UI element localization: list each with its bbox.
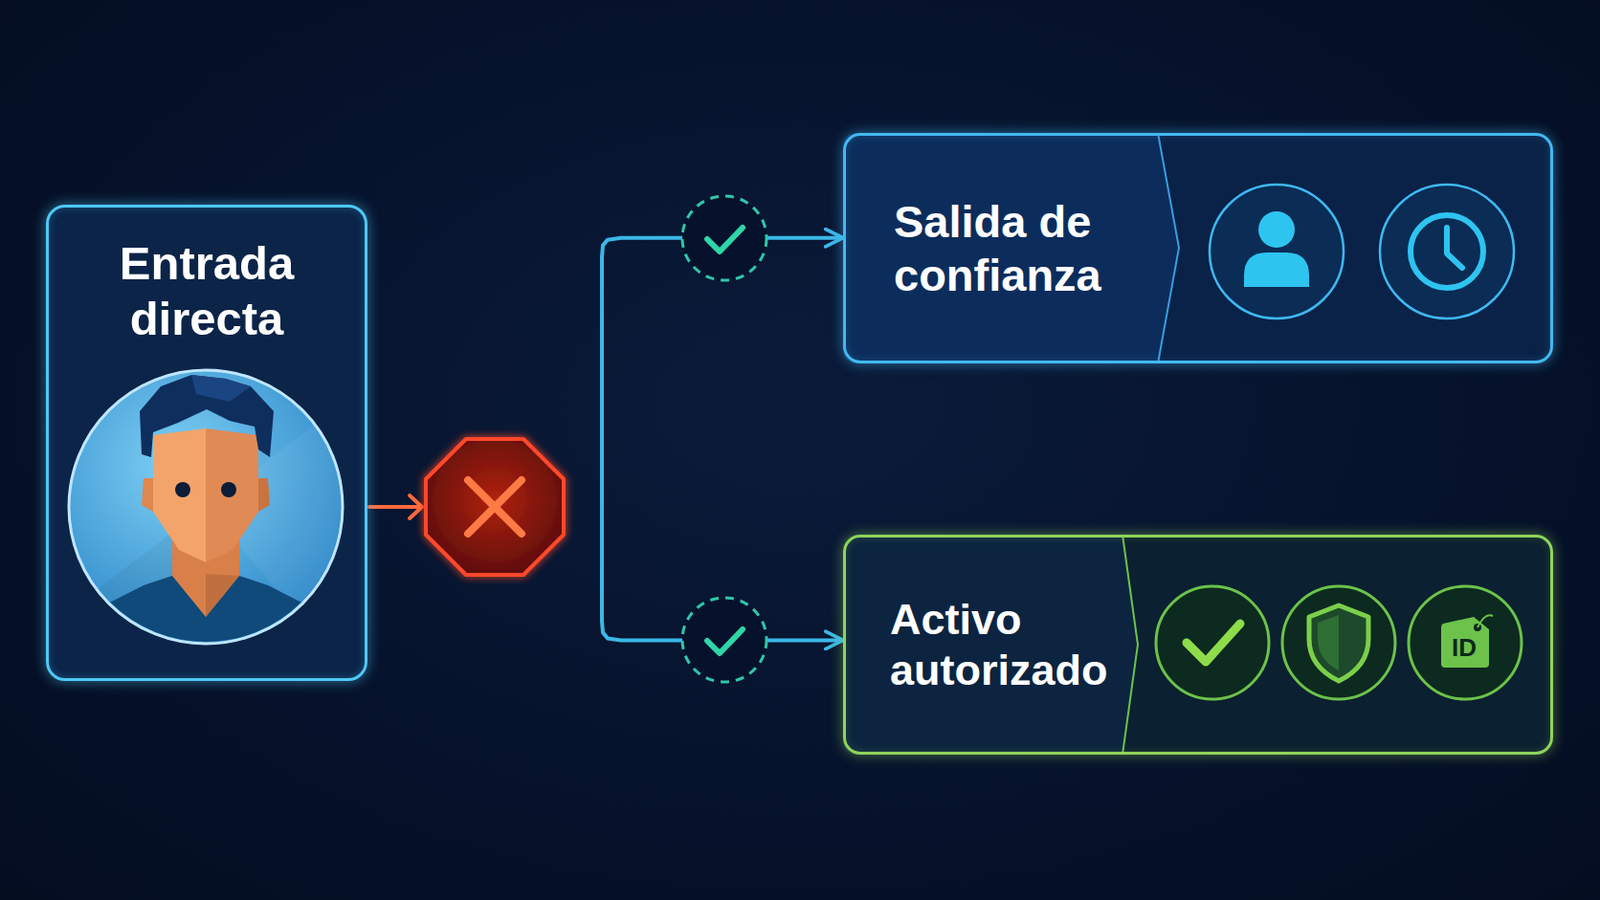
entry-box: Entrada directa [45, 204, 368, 682]
user-icon [1209, 184, 1344, 319]
entry-box-fill [45, 204, 368, 682]
blocked-arrow [409, 495, 423, 519]
check-icon [1186, 623, 1241, 663]
id-tag-icon [1408, 586, 1522, 700]
clock-icon [1379, 184, 1514, 319]
avatar-illustration [258, 478, 270, 512]
authorized-asset-fill [843, 534, 1554, 756]
authorized-asset-fill [1122, 534, 1138, 756]
stop-sign [425, 439, 564, 576]
stop-sign [467, 480, 522, 534]
clock-icon [1379, 184, 1514, 319]
avatar-illustration [139, 375, 274, 458]
dashed-check-circle [682, 196, 767, 281]
id-tag-icon [1441, 617, 1489, 668]
shield-icon [1317, 615, 1339, 671]
authorized-asset-fill [843, 534, 1554, 756]
bracket-connector [601, 238, 844, 642]
shield-icon [1282, 586, 1396, 700]
clock-icon [1446, 227, 1463, 268]
stop-sign [467, 480, 522, 534]
shield-icon [1309, 605, 1369, 682]
check-icon [1155, 586, 1269, 700]
clock-icon [1410, 215, 1484, 289]
id-tag-icon [1408, 586, 1522, 700]
id-tag-icon [1477, 615, 1493, 628]
trusted-exit-fill [843, 133, 1179, 364]
user-icon [1209, 184, 1344, 319]
box-title: Entrada directa [63, 236, 351, 348]
dashed-check-circle [682, 196, 767, 281]
avatar-illustration [205, 574, 240, 618]
dashed-check-circle [682, 598, 767, 683]
trusted-exit-fill [843, 133, 1554, 364]
authorized-asset-box: Activo autorizado [843, 534, 1554, 756]
trusted-exit-box: Salida de confianza [843, 133, 1554, 364]
check-icon [1155, 586, 1269, 700]
trusted-exit-fill [1157, 133, 1179, 364]
dashed-check-circle [707, 629, 743, 654]
blocked-arrow [369, 495, 423, 519]
dashed-check-circle [707, 227, 743, 252]
stop-sign [425, 439, 564, 576]
dashed-check-circle [682, 598, 767, 683]
avatar-illustration [221, 482, 237, 498]
id-tag-text: ID [1443, 633, 1486, 663]
avatar-illustration [153, 428, 206, 563]
avatar-illustration [205, 428, 259, 563]
box-title: Salida de confianza [893, 195, 1153, 302]
user-icon [1258, 211, 1295, 248]
avatar-illustration [66, 370, 345, 670]
avatar-illustration [66, 375, 345, 670]
box-title: Activo autorizado [889, 594, 1125, 696]
shield-icon [1282, 586, 1396, 700]
trusted-exit-fill [843, 133, 1554, 364]
authorized-asset-fill [843, 534, 1138, 756]
avatar-illustration [191, 375, 251, 402]
avatar-illustration [141, 478, 154, 512]
user-icon [1244, 252, 1310, 288]
blocked-arrow [369, 505, 422, 510]
avatar-illustration [175, 482, 191, 498]
